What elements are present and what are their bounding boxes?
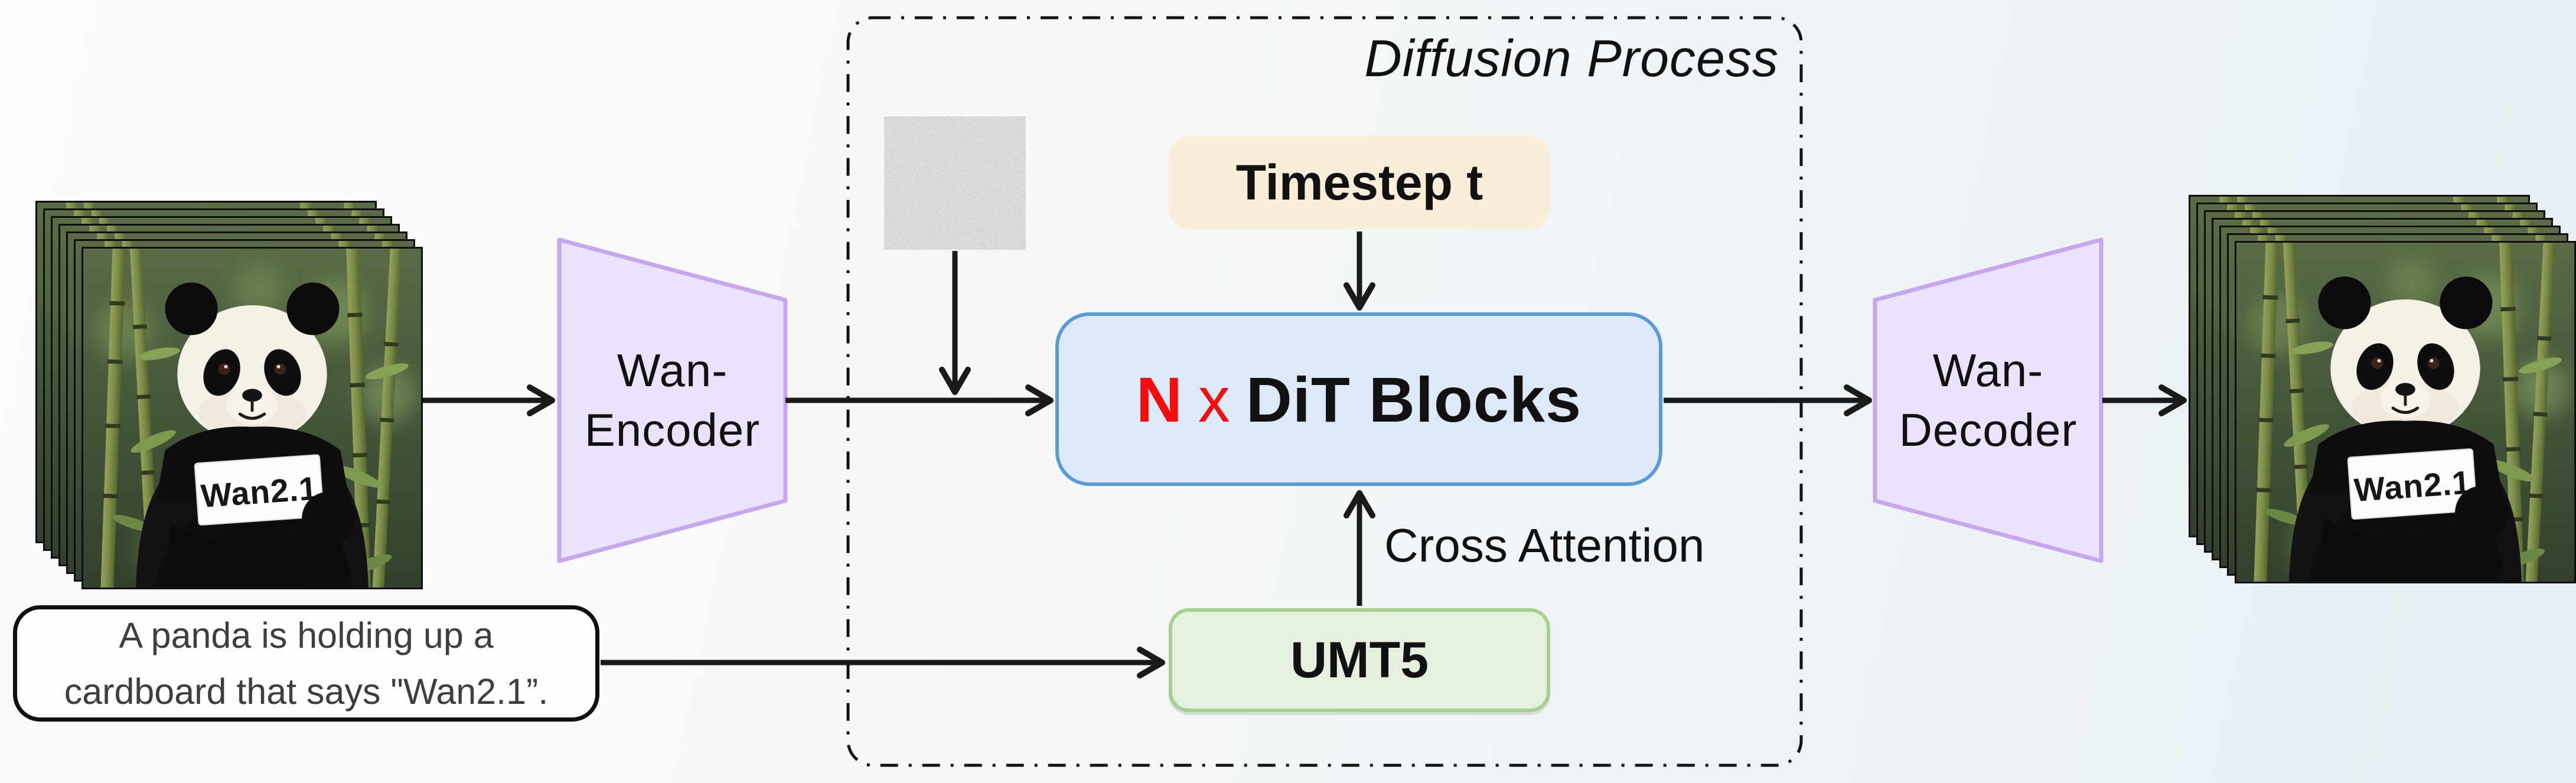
prompt-text-box: A panda is holding up a cardboard that s… — [13, 605, 599, 722]
wan-decoder-label: Wan- Decoder — [1875, 299, 2101, 502]
wan-encoder-shape — [557, 237, 788, 563]
input-video-frames — [35, 201, 423, 589]
dit-times: x — [1198, 363, 1231, 435]
timestep-label: Timestep t — [1235, 154, 1483, 210]
wan-encoder-label: Wan- Encoder — [559, 299, 785, 502]
output-video-frames — [2189, 195, 2576, 583]
gaussian-noise-icon — [884, 116, 1026, 250]
encoder-line2: Encoder — [584, 404, 761, 456]
video-frame — [2235, 241, 2576, 583]
diffusion-process-title: Diffusion Process — [1364, 29, 1779, 87]
wan-decoder-shape — [1873, 237, 2104, 563]
dit-label: DiT Blocks — [1245, 363, 1582, 435]
umt5-node: UMT5 — [1169, 608, 1550, 712]
encoder-line1: Wan- — [617, 344, 728, 396]
decoder-line1: Wan- — [1932, 344, 2044, 396]
decoder-line2: Decoder — [1899, 404, 2078, 456]
prompt-line2: cardboard that says "Wan2.1”. — [64, 671, 549, 712]
cross-attention-label: Cross Attention — [1384, 519, 1705, 572]
dit-n: N — [1136, 363, 1183, 435]
umt5-label: UMT5 — [1290, 631, 1429, 689]
prompt-line1: A panda is holding up a — [119, 615, 494, 655]
video-frame — [81, 247, 423, 589]
timestep-node: Timestep t — [1169, 136, 1550, 229]
